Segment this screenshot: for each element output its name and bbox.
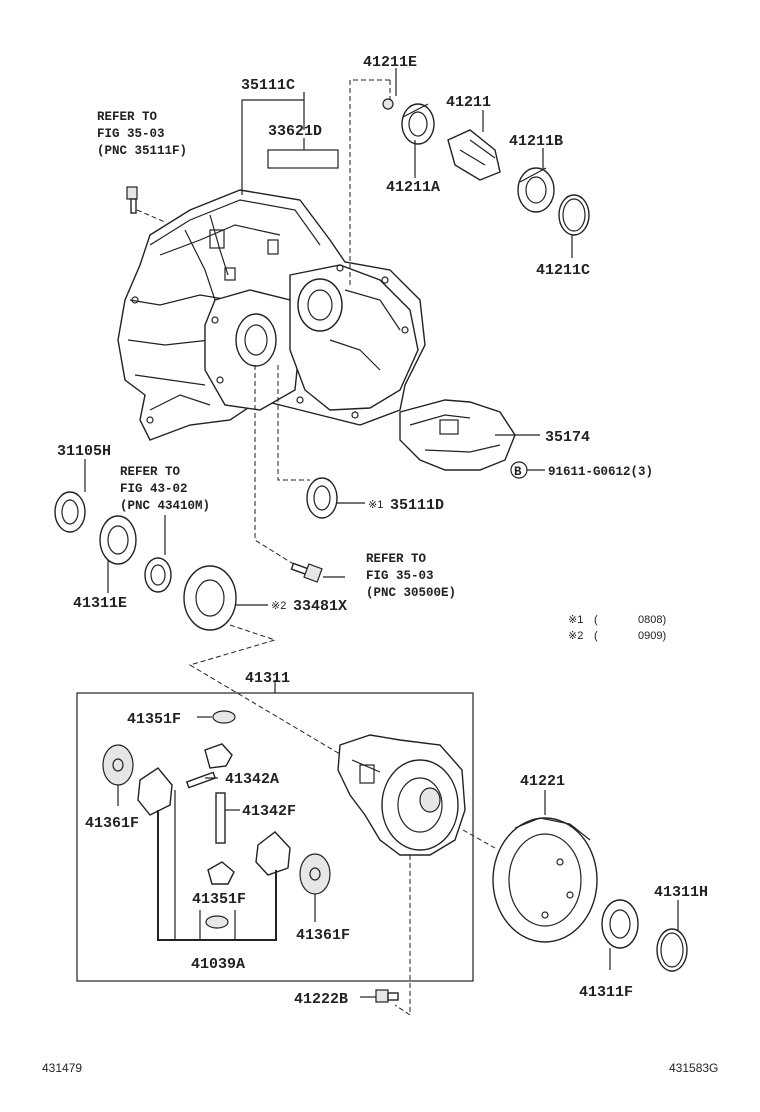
side-gear-right [255,831,291,876]
label-41222B: 41222B [294,991,348,1008]
shaft-41211-drawing [447,129,501,181]
bolt-mark-letter: B [514,465,522,479]
label-41221: 41221 [520,773,565,790]
seal-35111D-drawing [306,477,338,519]
cover-35174-drawing [399,399,516,471]
legend-mark-1: ※1 [568,614,583,626]
label-41311H: 41311H [654,884,708,901]
ref2-line-3: (PNC 43410M) [120,499,210,513]
ref1-line-1: REFER TO [97,110,158,124]
legend-range-2: 0909) [638,630,666,642]
label-41211C: 41211C [536,262,590,279]
bearing-43410M-drawing [144,557,172,593]
label-31105H: 31105H [57,443,111,460]
washer-41361F-right [299,853,331,895]
label-41039A: 41039A [191,956,245,973]
bolt-upper-left [126,186,138,214]
note-mark-35111D: ※1 [368,499,383,511]
bolt-30500E-drawing [290,562,323,583]
race-41311H-drawing [656,928,688,972]
plate-33621D [267,149,339,169]
ref1-line-3: (PNC 35111F) [97,144,187,158]
bolt-mark-91611: B [510,461,528,479]
washer-41351F-top [212,710,236,724]
seal-33481X-drawing [183,565,237,631]
plug-41222B-drawing [375,989,399,1003]
shaft-41342F [215,792,226,844]
ref3-line-2: FIG 35-03 [366,569,434,583]
label-41311F: 41311F [579,984,633,1001]
label-41342A: 41342A [225,771,279,788]
svg-text:(: ( [594,614,598,626]
ref2-line-2: FIG 43-02 [120,482,188,496]
ref3-line-1: REFER TO [366,552,427,566]
leader-35111C [241,92,305,195]
label-33621D: 33621D [268,123,322,140]
label-33481X: 33481X [293,598,347,615]
pinion-gear-bottom [207,861,235,885]
label-91611-G0612: 91611-G0612(3) [548,465,653,479]
illustration-id-left: 431479 [42,1061,82,1075]
reference-note-1: REFER TO FIG 35-03 (PNC 35111F) [97,110,187,158]
label-41342F: 41342F [242,803,296,820]
oring-41211C-drawing [558,194,590,236]
bearing-41211A-drawing [401,103,435,145]
legend-mark-2: ※2 [568,630,583,642]
label-41311: 41311 [245,670,290,687]
label-35111C: 35111C [241,77,295,94]
ref1-line-2: FIG 35-03 [97,127,165,141]
label-41211: 41211 [446,94,491,111]
washer-41351F-bottom [205,915,229,929]
label-41361F-right: 41361F [296,927,350,944]
svg-text:(: ( [594,630,598,642]
label-41211A: 41211A [386,179,440,196]
legend-range-1: 0808) [638,614,666,626]
differential-case-drawing [337,734,466,856]
seal-41211B-drawing [517,167,555,213]
ref3-line-3: (PNC 30500E) [366,586,456,600]
label-35111D: 35111D [390,497,444,514]
label-35174: 35174 [545,429,590,446]
label-41211E: 41211E [363,54,417,71]
label-41351F-top: 41351F [127,711,181,728]
illustration-id-right: 431583G [669,1061,718,1075]
label-41211B: 41211B [509,133,563,150]
label-41361F-left: 41361F [85,815,139,832]
plug-41211E [382,98,394,110]
washer-41361F-left [102,744,134,786]
bracket-41039A [157,810,277,941]
reference-note-2: REFER TO FIG 43-02 (PNC 43410M) [120,465,210,513]
seal-31105H-drawing [54,491,86,533]
bearing-41311E-drawing [99,515,137,565]
label-41351F-bottom: 41351F [192,891,246,908]
bearing-41311F-drawing [601,899,639,949]
pin-41342A [185,771,217,789]
note-mark-33481X: ※2 [271,600,286,612]
side-gear-left [137,767,173,816]
label-41311E: 41311E [73,595,127,612]
pinion-gear-top [204,743,233,769]
ring-gear-41221-drawing [492,817,598,943]
reference-note-3: REFER TO FIG 35-03 (PNC 30500E) [366,552,456,600]
ref2-line-1: REFER TO [120,465,181,479]
footnote-legend: ※1 ( 0808) ※2 ( 0909) [568,614,666,642]
transaxle-case-drawing [117,189,426,441]
